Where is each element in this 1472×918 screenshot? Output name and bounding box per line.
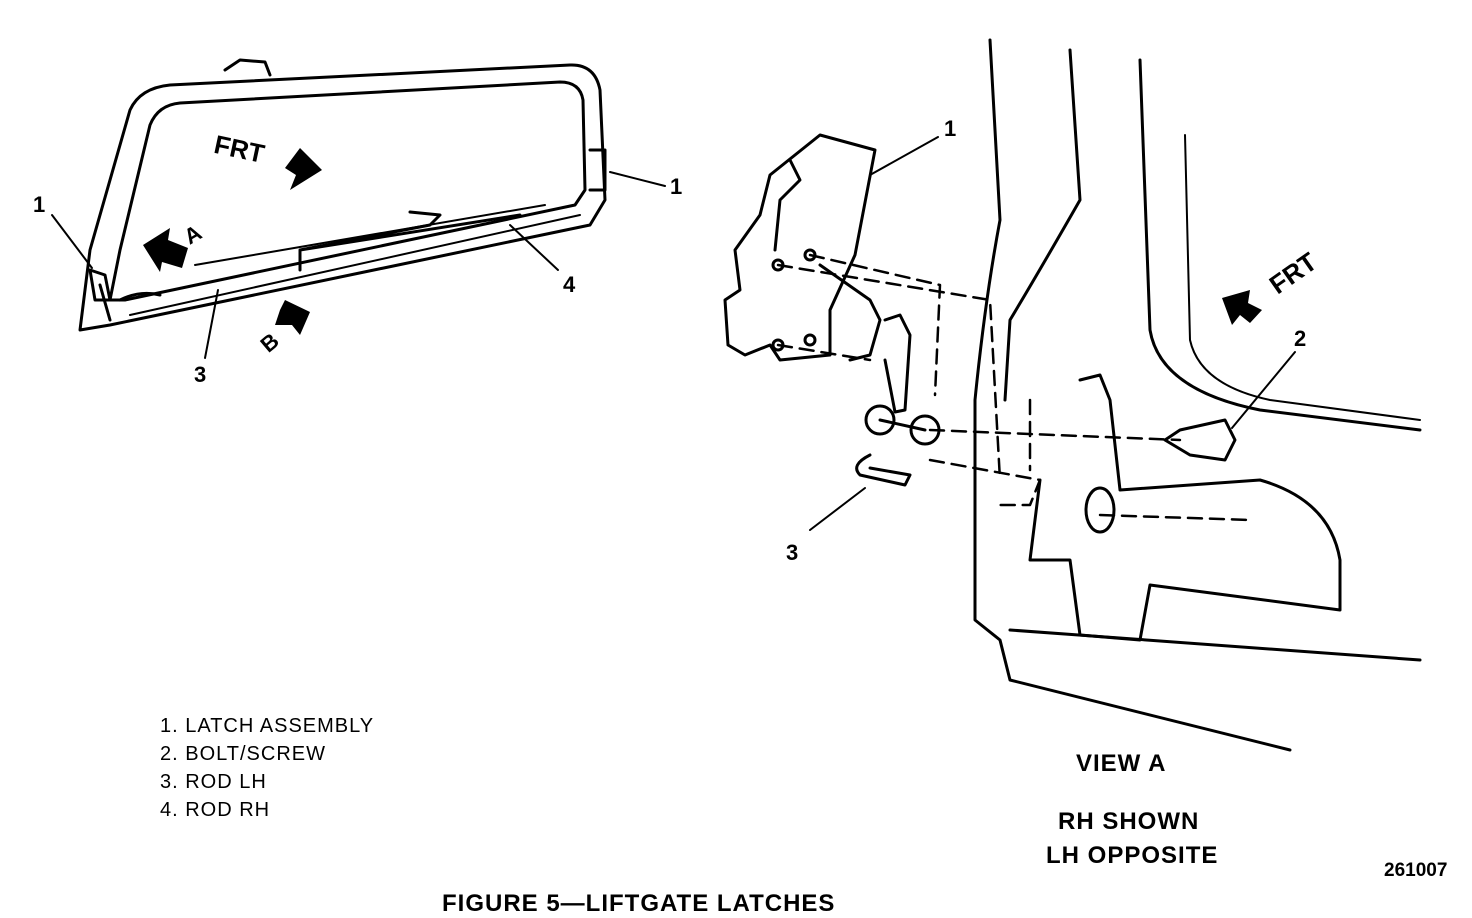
callout-rod-lh-right: 3 [786, 540, 799, 565]
alignment-dashed-lines [776, 253, 1252, 522]
callout-rod-lh: 3 [194, 362, 207, 387]
latch-assembly-drawing [723, 133, 941, 487]
callout-latch-assembly-left: 1 [33, 192, 46, 217]
legend-item: 4. ROD RH [160, 799, 271, 821]
callout-bolt-screw: 2 [1294, 326, 1307, 351]
view-note-lh-opposite: LH OPPOSITE [1046, 842, 1219, 869]
callout-latch-assembly: 1 [944, 116, 957, 141]
callout-latch-assembly-right: 1 [670, 174, 683, 199]
leader-lines-left [51, 171, 666, 359]
frt-arrow-right [1222, 290, 1262, 325]
view-note-rh-shown: RH SHOWN [1058, 808, 1200, 835]
figure-number: 261007 [1384, 860, 1448, 881]
direction-arrows-left [143, 148, 322, 335]
figure-caption: FIGURE 5—LIFTGATE LATCHES [442, 890, 836, 917]
leader-lines-right [809, 136, 1296, 531]
legend-item: 1. LATCH ASSEMBLY [160, 715, 375, 737]
body-panel-drawing [973, 38, 1422, 752]
view-title: VIEW A [1076, 750, 1167, 777]
callout-rod-rh: 4 [563, 272, 576, 297]
legend-item: 2. BOLT/SCREW [160, 743, 326, 765]
parts-legend: 1. LATCH ASSEMBLY 2. BOLT/SCREW 3. ROD L… [160, 712, 374, 824]
legend-item: 3. ROD LH [160, 771, 267, 793]
liftgate-frame-drawing [78, 58, 607, 332]
